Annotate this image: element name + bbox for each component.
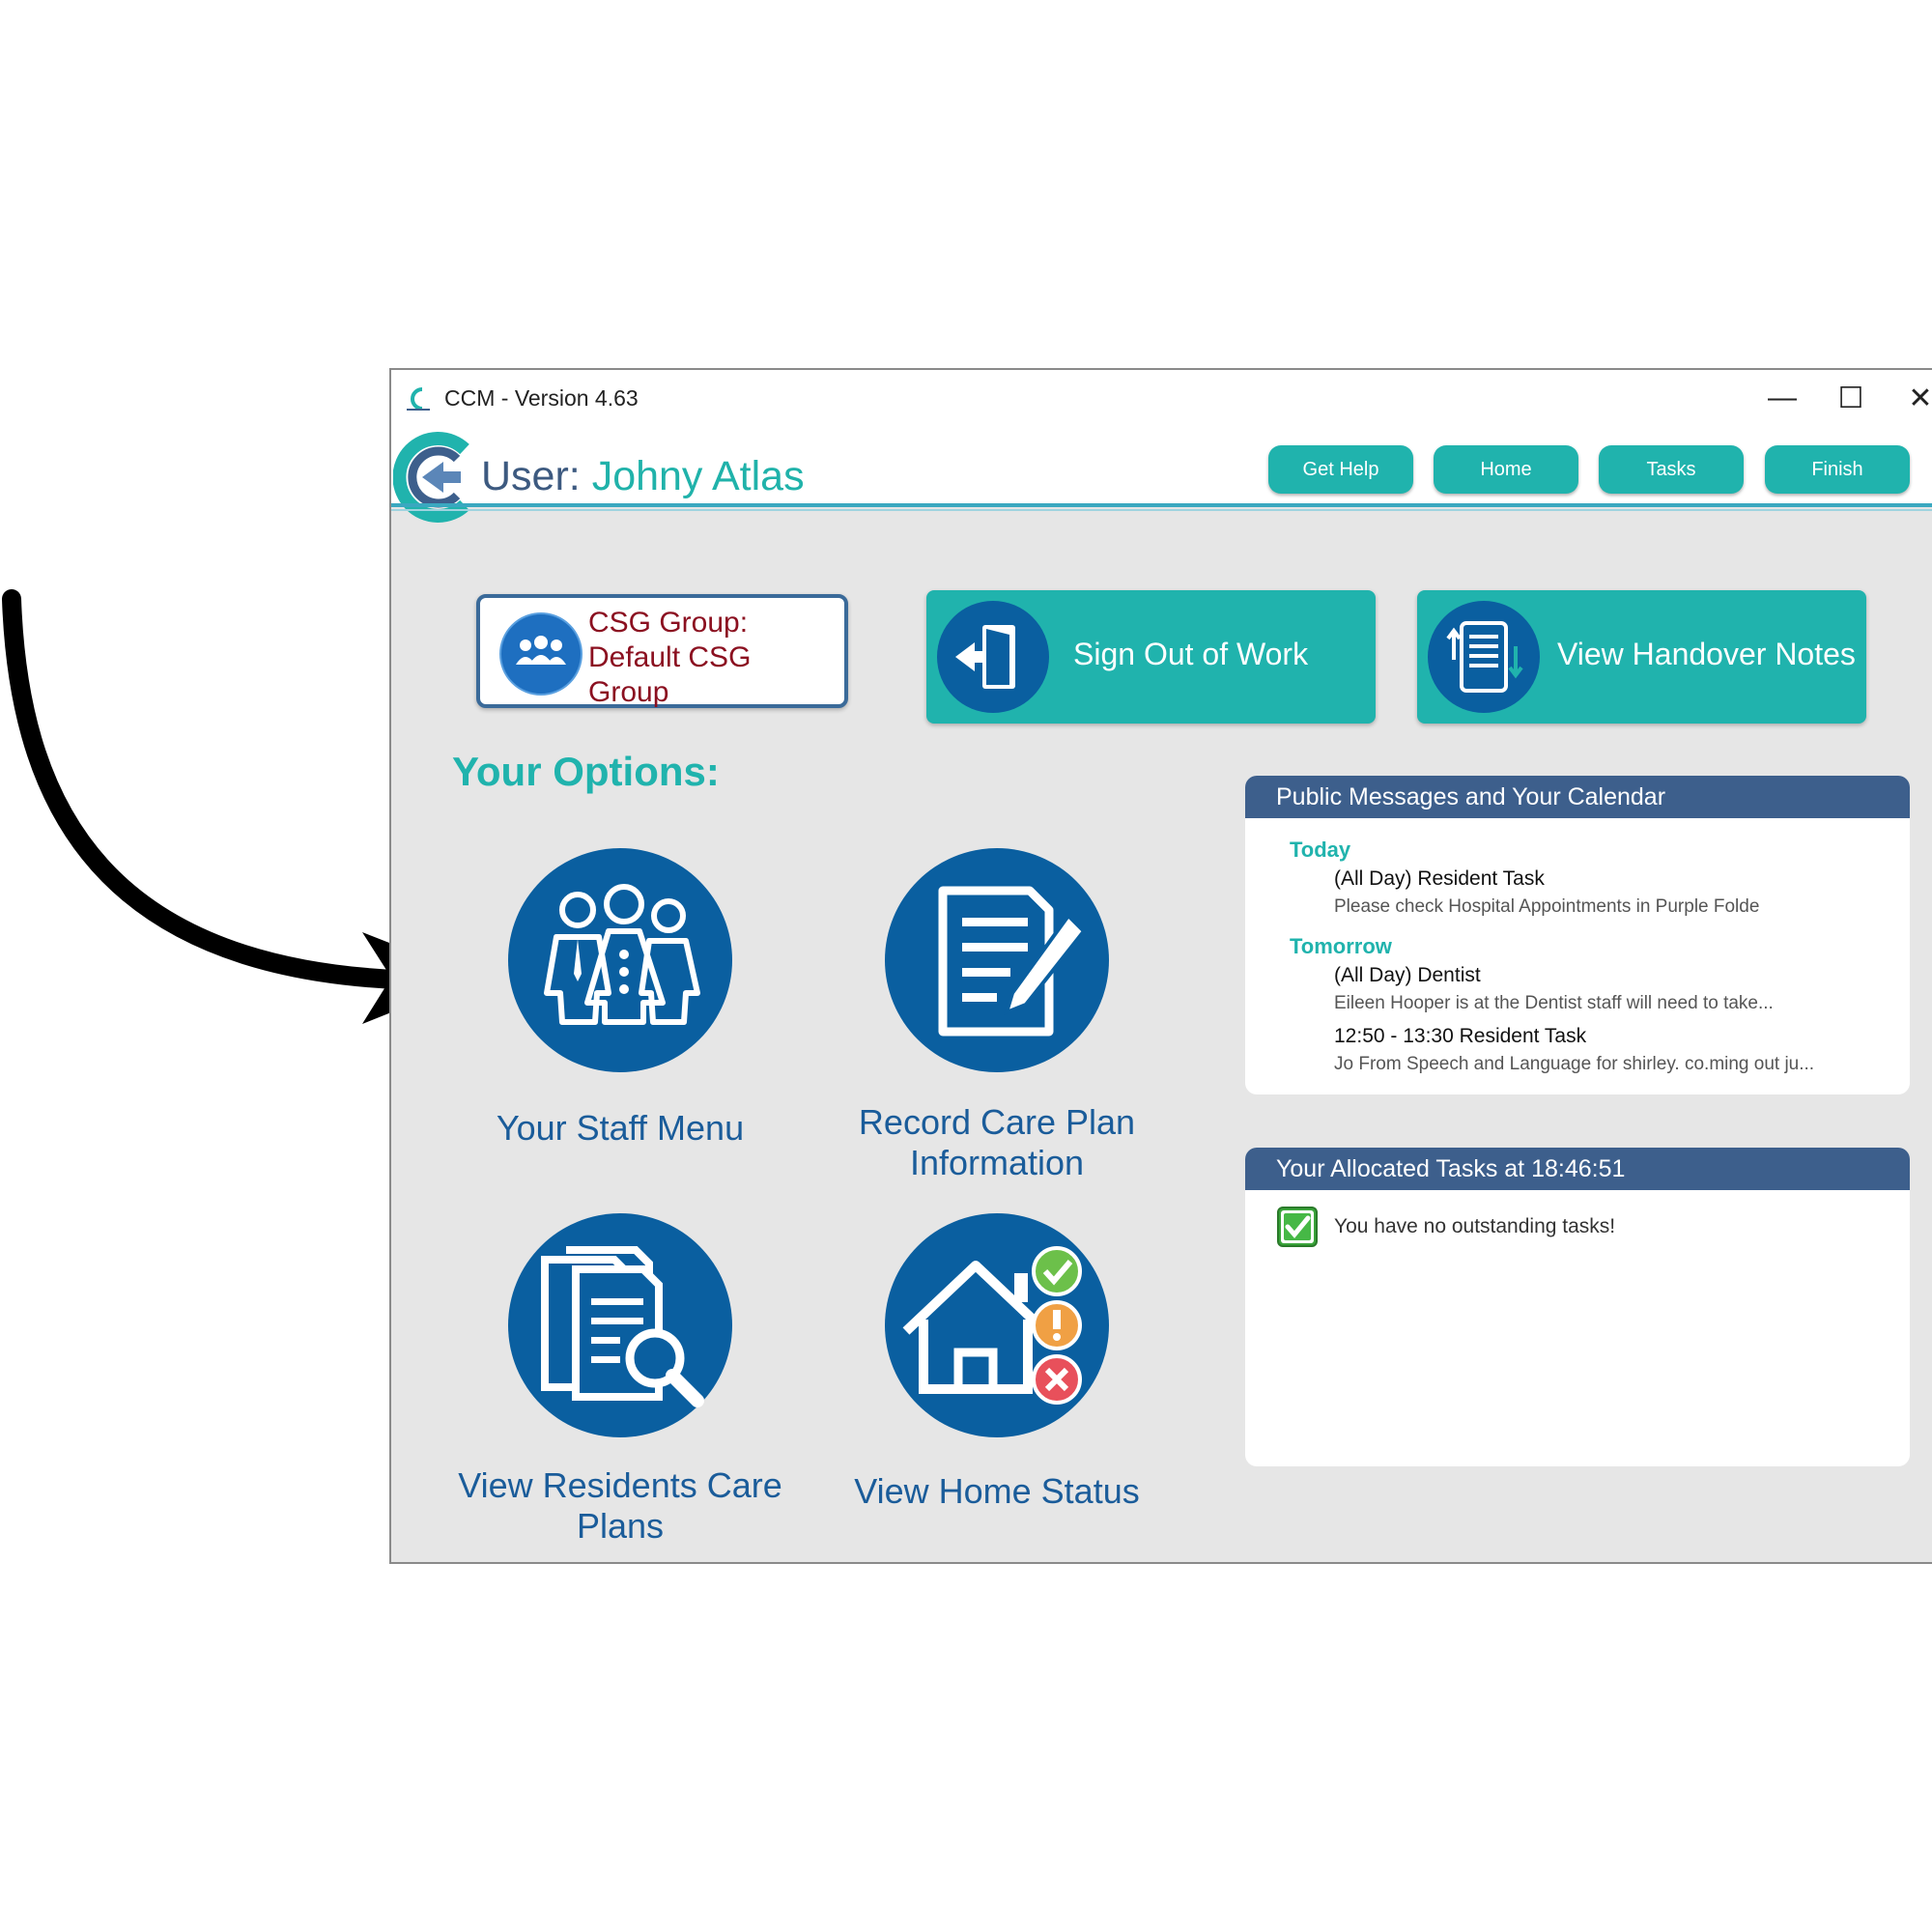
app-logo-small-icon — [407, 387, 430, 411]
sign-out-label: Sign Out of Work — [1073, 637, 1309, 671]
staff-menu-option[interactable]: Your Staff Menu — [427, 848, 813, 1149]
view-handover-notes-button[interactable]: View Handover Notes — [1417, 590, 1866, 724]
handover-label: View Handover Notes — [1557, 637, 1856, 671]
user-label: User: Johny Atlas — [481, 453, 805, 500]
checkmark-icon — [1277, 1207, 1318, 1247]
handover-notes-icon — [1428, 601, 1540, 713]
minimize-icon: — — [1768, 382, 1797, 413]
app-window: CCM - Version 4.63 — ☐ ✕ User: Johny Atl… — [389, 368, 1932, 1564]
header-divider — [391, 503, 1932, 507]
csg-group-label: CSG Group: Default CSG Group — [588, 607, 752, 708]
get-help-button[interactable]: Get Help — [1268, 445, 1413, 494]
finish-button[interactable]: Finish — [1765, 445, 1910, 494]
document-edit-icon — [885, 848, 1109, 1072]
maximize-button[interactable]: ☐ — [1817, 376, 1885, 420]
title-bar: CCM - Version 4.63 — ☐ ✕ — [391, 370, 1932, 426]
staff-menu-label: Your Staff Menu — [496, 1108, 745, 1148]
maximize-icon: ☐ — [1837, 382, 1864, 414]
today-item-title[interactable]: (All Day) Resident Task — [1334, 867, 1545, 890]
record-care-plan-option[interactable]: Record Care Plan Information — [804, 848, 1190, 1183]
view-home-status-option[interactable]: View Home Status — [804, 1213, 1190, 1512]
app-logo-icon — [393, 432, 469, 523]
tomorrow-item-1-desc: Eileen Hooper is at the Dentist staff wi… — [1334, 993, 1774, 1013]
options-title: Your Options: — [452, 749, 720, 794]
home-status-icon — [885, 1213, 1109, 1437]
csg-group-button[interactable]: CSG Group: Default CSG Group — [476, 594, 848, 708]
record-care-plan-label: Record Care Plan Information — [858, 1102, 1136, 1182]
user-prefix: User: — [481, 453, 581, 499]
public-messages-panel: Public Messages and Your Calendar Today … — [1245, 776, 1910, 1094]
app-header: User: Johny Atlas Get Help Home Tasks Fi… — [391, 426, 1932, 523]
public-messages-title: Public Messages and Your Calendar — [1245, 776, 1910, 818]
tomorrow-heading: Tomorrow — [1290, 934, 1392, 958]
tomorrow-item-2-desc: Jo From Speech and Language for shirley.… — [1334, 1054, 1815, 1074]
window-title: CCM - Version 4.63 — [444, 385, 639, 411]
view-home-status-label: View Home Status — [854, 1471, 1140, 1511]
today-heading: Today — [1290, 838, 1351, 862]
home-button[interactable]: Home — [1434, 445, 1578, 494]
header-divider-light — [391, 509, 1932, 511]
view-residents-care-plans-label: View Residents Care Plans — [458, 1465, 782, 1546]
close-icon: ✕ — [1908, 382, 1932, 414]
close-button[interactable]: ✕ — [1887, 376, 1932, 420]
sign-out-button[interactable]: Sign Out of Work — [926, 590, 1376, 724]
user-name: Johny Atlas — [591, 453, 805, 499]
tasks-button[interactable]: Tasks — [1599, 445, 1744, 494]
minimize-button[interactable]: — — [1748, 376, 1816, 420]
allocated-tasks-panel: Your Allocated Tasks at 18:46:51 You hav… — [1245, 1148, 1910, 1466]
tomorrow-item-2-title[interactable]: 12:50 - 13:30 Resident Task — [1334, 1025, 1587, 1047]
group-icon — [499, 612, 582, 696]
document-search-icon — [508, 1213, 732, 1437]
view-residents-care-plans-option[interactable]: View Residents Care Plans — [427, 1213, 813, 1547]
staff-group-icon — [508, 848, 732, 1072]
exit-door-icon — [937, 601, 1049, 713]
tomorrow-item-1-title[interactable]: (All Day) Dentist — [1334, 964, 1481, 986]
allocated-tasks-title: Your Allocated Tasks at 18:46:51 — [1245, 1148, 1910, 1190]
no-tasks-text: You have no outstanding tasks! — [1334, 1215, 1616, 1237]
today-item-desc: Please check Hospital Appointments in Pu… — [1334, 896, 1760, 917]
